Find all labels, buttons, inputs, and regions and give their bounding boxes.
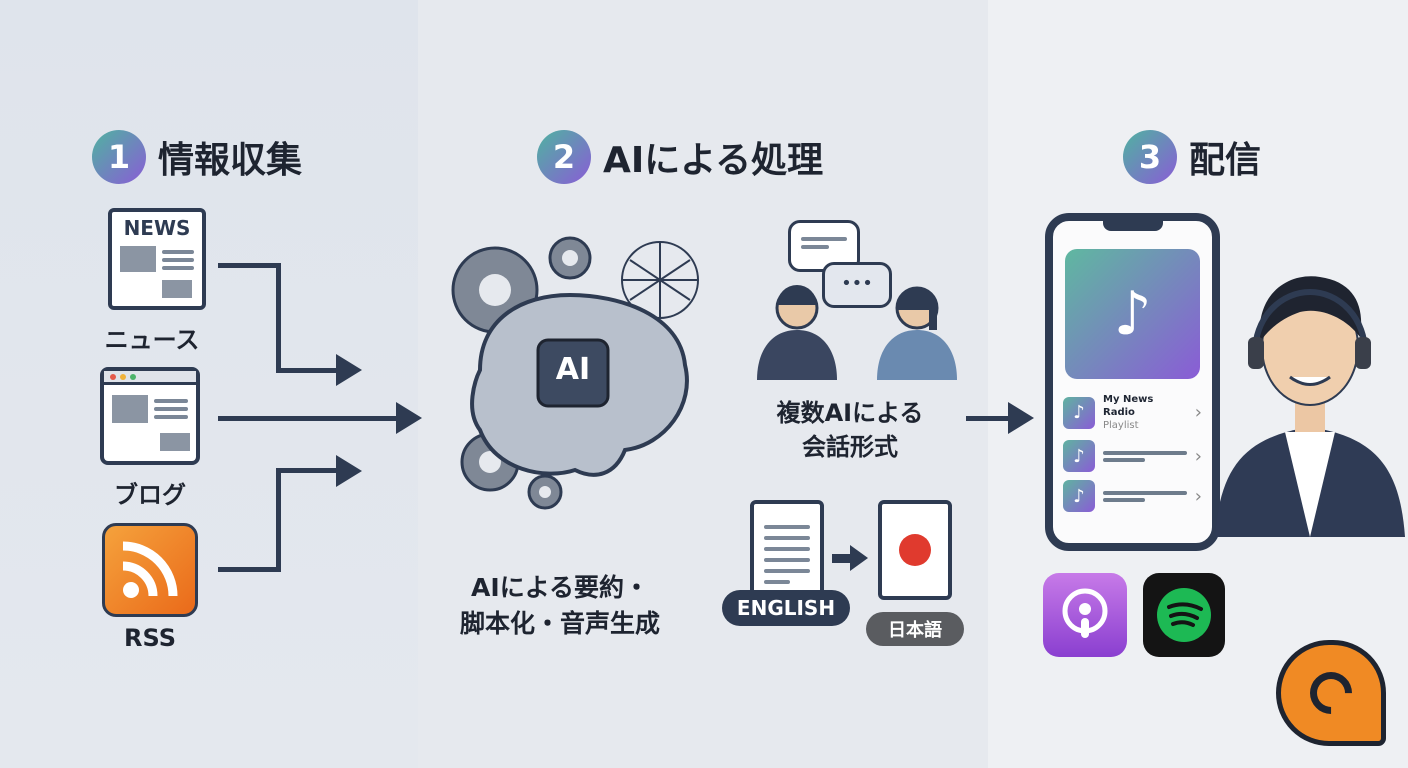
arrow-line — [966, 416, 1012, 421]
apple-podcasts-app-icon[interactable] — [1043, 573, 1127, 657]
speech-bubble-dots-icon: ••• — [822, 262, 892, 308]
dialog-line-1: 複数AIによる — [776, 399, 924, 427]
news-icon-text: NEWS — [123, 216, 191, 240]
headphones-icon: ♪ — [1063, 440, 1095, 472]
english-badge: ENGLISH — [722, 590, 850, 626]
chevron-right-icon: › — [1194, 402, 1202, 423]
step-title: 配信 — [1189, 140, 1262, 181]
dialog-line-2: 会話形式 — [802, 433, 898, 461]
playlist-subtitle: Playlist — [1103, 420, 1139, 431]
japanese-document-icon — [878, 500, 952, 600]
summary-line-2: 脚本化・音声生成 — [459, 609, 660, 638]
arrow-line — [218, 567, 280, 572]
chevron-right-icon: › — [1194, 445, 1202, 467]
spotify-app-icon[interactable] — [1143, 573, 1225, 657]
step-title: 情報収集 — [158, 140, 303, 181]
arrow-line — [276, 468, 338, 473]
playlist-item[interactable]: ♪› — [1063, 440, 1202, 472]
playlist-title: My News Radio — [1103, 394, 1154, 418]
podcast-cover-headphones-icon: ♪ — [1065, 249, 1200, 379]
headphones-icon: ♪ — [1063, 396, 1095, 429]
arrow-head-icon — [850, 545, 868, 571]
step-3-heading: 3 配信 — [1123, 130, 1261, 184]
arrow-line — [276, 470, 281, 572]
english-document-icon — [750, 500, 824, 600]
arrow-line — [218, 416, 398, 421]
listener-with-headphones-illustration — [1215, 276, 1405, 537]
arrow-head-icon — [336, 455, 362, 487]
ai-brain-icon — [451, 236, 699, 510]
summary-line-1: AIによる要約・ — [471, 573, 649, 602]
chevron-right-icon: › — [1194, 485, 1202, 507]
arrow-head-icon — [1008, 402, 1034, 434]
browser-icon — [100, 367, 200, 465]
step-number: 1 — [92, 130, 146, 184]
step-1-heading: 1 情報収集 — [92, 130, 302, 184]
source-label-rss: RSS — [124, 624, 176, 652]
arrow-head-icon — [396, 402, 422, 434]
step-2-heading: 2 AIによる処理 — [537, 130, 823, 184]
dialog-label: 複数AIによる 会話形式 — [760, 396, 940, 464]
two-people-talking-icon — [757, 285, 957, 380]
arrow-line — [218, 263, 280, 268]
arrow-line — [276, 368, 338, 373]
summary-label: AIによる要約・ 脚本化・音声生成 — [450, 570, 670, 642]
playlist-item[interactable]: ♪› — [1063, 480, 1202, 512]
rss-icon — [102, 523, 198, 617]
step-title: AIによる処理 — [603, 140, 824, 181]
arrow-line — [276, 263, 281, 373]
source-label-blog: ブログ — [114, 481, 186, 509]
ai-chip-label: AI — [555, 352, 591, 387]
newspaper-icon: NEWS — [108, 208, 206, 310]
arrow-head-icon — [336, 354, 362, 386]
source-label-news: ニュース — [104, 326, 200, 354]
arrow-line — [832, 554, 852, 563]
headphones-icon: ♪ — [1063, 480, 1095, 512]
brand-logo-icon — [1276, 640, 1386, 746]
japanese-badge: 日本語 — [866, 612, 964, 646]
step-number: 3 — [1123, 130, 1177, 184]
step-number: 2 — [537, 130, 591, 184]
